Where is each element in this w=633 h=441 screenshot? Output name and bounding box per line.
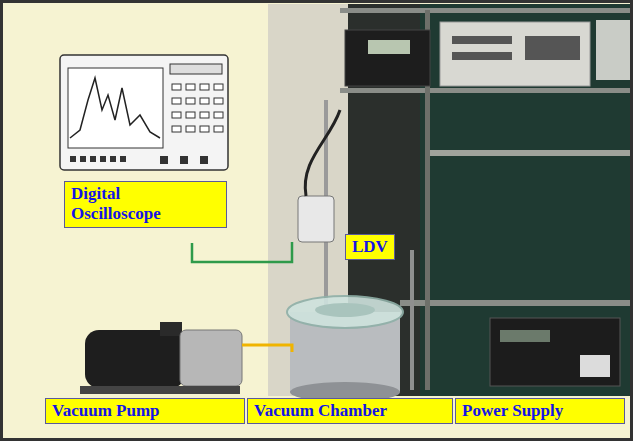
oscilloscope-body	[60, 55, 228, 170]
ldv-head	[298, 196, 334, 242]
shelf	[430, 150, 630, 156]
photo-ground	[268, 4, 630, 396]
wall	[420, 4, 630, 396]
pump-motor	[85, 330, 185, 388]
label-text: Digital Oscilloscope	[71, 184, 191, 225]
shelf	[400, 300, 630, 306]
label-text: LDV	[352, 237, 388, 257]
readout	[170, 64, 222, 74]
label-text: Power Supply	[462, 401, 618, 421]
label-text: Vacuum Pump	[52, 401, 238, 421]
instrument-side	[596, 20, 630, 80]
stand-rod	[410, 250, 414, 390]
shelf	[340, 8, 630, 13]
pump-head	[180, 330, 242, 386]
instrument-label: Digital Oscilloscope	[64, 181, 227, 228]
instrument-label: Power Supply	[455, 398, 625, 424]
display	[368, 40, 410, 54]
pump-base	[80, 386, 240, 394]
oscilloscope-screen	[68, 68, 163, 148]
button-grid	[172, 84, 223, 132]
instrument-label: Vacuum Pump	[45, 398, 245, 424]
pump-terminal	[160, 322, 182, 336]
glass-lid	[287, 296, 403, 328]
waveform	[70, 78, 160, 138]
knob-row	[70, 156, 208, 164]
vacuum-hose	[242, 345, 292, 352]
ldv-cable	[305, 110, 340, 196]
controller-unit	[345, 30, 430, 86]
power-supply-unit	[490, 318, 620, 386]
display	[500, 330, 550, 342]
instrument-label: Vacuum Chamber	[247, 398, 453, 424]
label-text: Vacuum Chamber	[254, 401, 446, 421]
instrument-label: LDV	[345, 234, 395, 260]
label-plate	[580, 355, 610, 377]
signal-instrument	[440, 22, 590, 86]
shelf	[340, 88, 630, 93]
signal-cable	[192, 242, 292, 262]
specimen	[315, 303, 375, 317]
